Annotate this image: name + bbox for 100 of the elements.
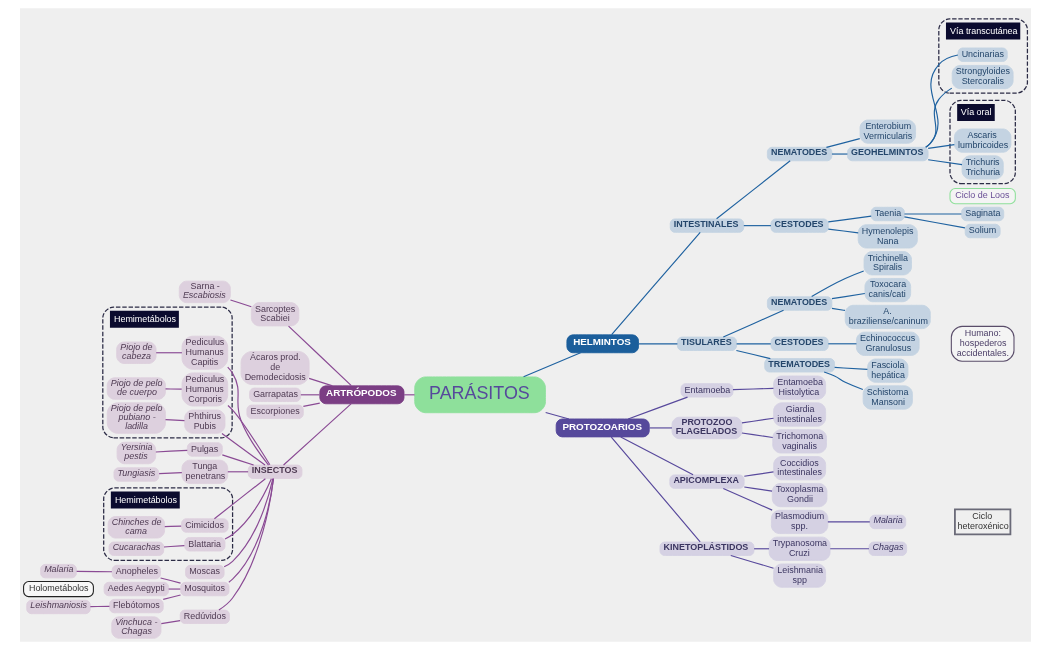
connector <box>743 471 774 477</box>
node-box: Entamoeba Histolytica <box>772 375 826 400</box>
node-box: Vinchuca - Chagas <box>110 616 161 639</box>
connector <box>833 366 868 370</box>
node-box: Pediculus Humanus Corporis <box>181 372 228 407</box>
connector <box>903 216 966 229</box>
node-box: Humano: hospederos accidentales. <box>950 325 1015 362</box>
node-box: PROTOZOARIOS <box>555 418 650 438</box>
connector <box>827 215 872 223</box>
connector <box>827 228 859 234</box>
connector <box>729 554 774 569</box>
connector <box>722 309 784 338</box>
connector <box>160 620 181 625</box>
node-box: Phthirus Pubis <box>183 409 225 434</box>
node-box: NEMATODES <box>766 146 832 162</box>
node-box: INSECTOS <box>247 464 302 479</box>
connector <box>731 387 774 391</box>
node-box: GEOHELMINTOS <box>846 146 929 162</box>
node-box: HELMINTOS <box>565 334 639 354</box>
connector <box>154 449 188 453</box>
node-box: Yersinia pestis <box>116 441 156 465</box>
node-box: Plasmodium spp. <box>770 509 828 534</box>
connector <box>648 427 673 429</box>
node-box: NEMATODES <box>766 296 832 311</box>
connector <box>302 402 320 407</box>
connector <box>823 371 863 391</box>
node-box: Entamoeba <box>680 383 733 398</box>
node-box: Solium <box>964 223 1001 239</box>
connector <box>924 87 952 148</box>
connector <box>619 436 694 476</box>
connector <box>810 270 864 298</box>
connector <box>162 594 181 600</box>
node-box: Hymenolepis Nana <box>857 224 918 249</box>
connector <box>158 472 182 475</box>
node-box: Uncinarias <box>957 47 1008 62</box>
node-box: Mosquitos <box>179 581 229 597</box>
node-box: Pulgas <box>186 442 223 457</box>
connector <box>637 343 678 345</box>
node-box: Piojo de cabeza <box>115 341 156 364</box>
node-box: ARTRÓPODOS <box>318 385 404 405</box>
connector <box>163 525 182 528</box>
connector <box>610 231 701 336</box>
node-box: Cucarachas <box>108 541 164 556</box>
connector <box>544 411 570 420</box>
connector <box>282 403 352 466</box>
connector <box>89 605 110 608</box>
node-box: Sarcoptes Scabiei <box>250 302 299 327</box>
node-box: Piojo de pelo pubiano - ladilla <box>106 402 166 434</box>
node-box: Blattaria <box>183 537 225 552</box>
node-box: Schistoma Mansoni <box>862 385 913 410</box>
connector <box>735 349 771 360</box>
node-box: Anopheles <box>111 564 161 580</box>
node-box: Moscas <box>184 564 225 580</box>
node-box: Chinches de cama <box>107 516 165 539</box>
connector <box>159 577 181 584</box>
connector <box>830 292 865 300</box>
connector <box>826 521 870 523</box>
connector <box>226 471 249 473</box>
node-box: Ascaris lumbricoides <box>953 128 1011 153</box>
node-box: Trypanosoma Cruzi <box>768 536 830 561</box>
connector <box>825 138 860 148</box>
node-box: Escorpiones <box>245 404 304 419</box>
node-box: Leishmania spp <box>772 563 826 588</box>
node-box: Fasciola hepática <box>866 358 908 383</box>
connector <box>610 436 701 543</box>
node-box: INTESTINALES <box>669 218 744 233</box>
connector <box>220 432 266 466</box>
node-box: Tungiasis <box>113 467 159 482</box>
node-box: Ácaros prod. de Demodecidosis <box>240 350 310 385</box>
node-box: TISULARES <box>676 336 737 351</box>
connector <box>299 394 320 396</box>
node-box: Sarna - Escabiosis <box>178 280 231 304</box>
node-box: Enterobium Vermicularis <box>859 119 916 144</box>
node-box: APICOMPLEXA <box>668 474 745 489</box>
connector <box>722 487 773 511</box>
connector <box>164 388 182 390</box>
node-box: Giardia intestinales <box>772 402 826 427</box>
connector <box>830 153 848 155</box>
node-box: Trichuris Trichuria <box>961 155 1004 180</box>
connector <box>830 307 846 311</box>
node-box: Piojo de pelo de cuerpo <box>106 377 166 400</box>
node-box: Toxocara canis/cati <box>864 278 911 303</box>
node-box: Redúvidos <box>179 609 230 624</box>
connector <box>155 352 182 354</box>
connector <box>164 419 185 422</box>
connector <box>927 144 955 149</box>
node-box: Strongyloides Stercoralis <box>951 64 1014 90</box>
node-box: A. braziliense/caninum <box>844 304 931 330</box>
connector <box>213 478 266 520</box>
connector <box>75 570 112 573</box>
node-box: Pediculus Humanus Capitis <box>181 335 228 370</box>
node-box: TREMATODES <box>763 358 835 373</box>
connector <box>735 343 771 345</box>
connector <box>226 366 269 466</box>
connector <box>522 352 581 378</box>
node-box: Ciclo de Loos <box>948 187 1016 205</box>
node-box: Leishmaniosis <box>25 599 91 615</box>
connector <box>827 343 857 345</box>
node-box: PARÁSITOS <box>413 376 546 414</box>
connector <box>221 454 254 466</box>
